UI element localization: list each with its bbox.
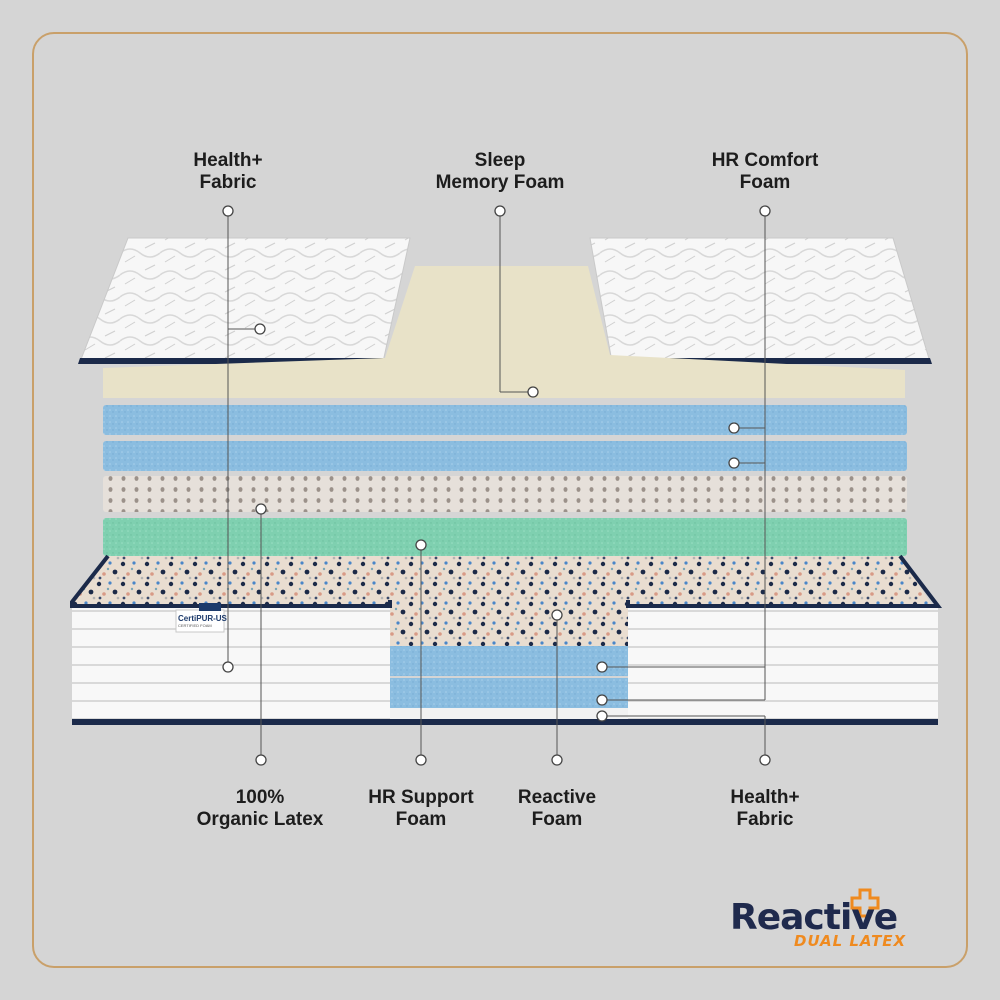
dot-bottom-4 [759, 754, 771, 766]
base-piping-top [70, 554, 392, 608]
base-piping-bottom [72, 719, 938, 725]
dot-comfort-1 [728, 422, 740, 434]
label-line: Reactive [517, 787, 597, 808]
label-health-fabric-bottom: Health+ Fabric [665, 787, 865, 831]
dot-fabric-side [222, 661, 234, 673]
dot-top-left [222, 205, 234, 217]
label-line: Sleep [474, 150, 526, 171]
comfort-foam-layer-2 [103, 441, 907, 471]
label-line: 100% [235, 787, 285, 808]
support-foam-layer [103, 518, 907, 556]
base-piping-top-right [626, 554, 943, 608]
dot-bottom-3 [551, 754, 563, 766]
label-line: Organic Latex [196, 809, 324, 830]
base-top-speckle [72, 556, 932, 605]
dot-comfort-cut-1 [596, 661, 608, 673]
label-line: Foam [395, 809, 447, 830]
label-line: Fabric [199, 172, 257, 193]
top-left-cover [79, 237, 411, 363]
dot-comfort-cut-2 [596, 694, 608, 706]
label-hr-comfort-foam: HR Comfort Foam [665, 150, 865, 194]
label-line: Health+ [730, 787, 800, 808]
comfort-foam-cutaway-1 [390, 646, 628, 676]
top-right-cover [589, 237, 931, 363]
label-line: Fabric [736, 809, 794, 830]
cert-name: CertiPUR-US [178, 614, 227, 623]
dot-comfort-2 [728, 457, 740, 469]
label-line: Foam [531, 809, 583, 830]
comfort-foam-layer-1 [103, 405, 907, 435]
label-line: HR Comfort [711, 150, 819, 171]
label-line: Memory Foam [435, 172, 565, 193]
dot-support [415, 539, 427, 551]
label-line: Health+ [193, 150, 263, 171]
latex-layer [103, 476, 907, 512]
label-reactive-foam: Reactive Foam [457, 787, 657, 831]
brand-tagline: DUAL LATEX [794, 932, 907, 950]
dot-top-center [494, 205, 506, 217]
label-health-fabric-top: Health+ Fabric [128, 150, 328, 194]
plus-icon [850, 888, 880, 918]
label-organic-latex: 100% Organic Latex [160, 787, 360, 831]
memory-foam-layer [103, 266, 905, 398]
fabric-cutaway [390, 708, 628, 721]
cert-label: CertiPUR-US CERTIFIED FOAM [178, 614, 227, 628]
brand-name: Reactive [730, 897, 898, 938]
reactive-foam-cutaway [390, 600, 628, 646]
frame-border [32, 32, 968, 968]
dot-fabric-cut [596, 710, 608, 722]
dot-memory-foam [527, 386, 539, 398]
dot-top-right [759, 205, 771, 217]
label-line: Foam [739, 172, 791, 193]
dot-latex [255, 503, 267, 515]
dot-reactive [551, 609, 563, 621]
dot-fabric-top [254, 323, 266, 335]
comfort-foam-cutaway-2 [390, 678, 628, 708]
dot-bottom-1 [255, 754, 267, 766]
cert-tag-clip [199, 603, 221, 611]
base-body-right [628, 605, 938, 721]
label-line: HR Support [368, 787, 474, 808]
cert-sub: CERTIFIED FOAM [178, 623, 212, 628]
label-hr-support-foam: HR Support Foam [321, 787, 521, 831]
label-sleep-memory-foam: Sleep Memory Foam [400, 150, 600, 194]
dot-bottom-2 [415, 754, 427, 766]
brand-logo: Reactive DUAL LATEX [730, 888, 945, 960]
